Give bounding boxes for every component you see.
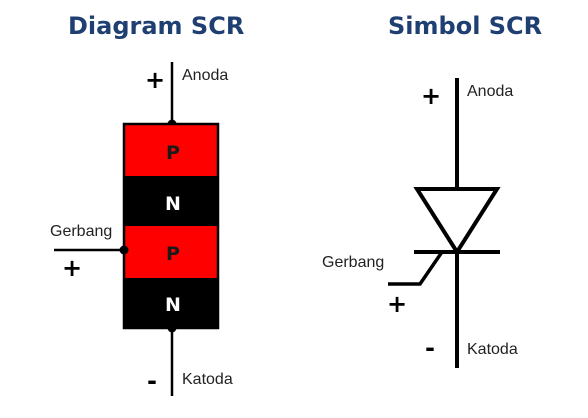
layer-p2-label: P (166, 243, 180, 265)
anode-label: Anoda (182, 67, 228, 84)
layer-p2: P (124, 226, 218, 278)
symbol-gate-sign: + (387, 290, 407, 318)
layer-p1-block (124, 124, 218, 176)
layer-p2-block (124, 226, 218, 278)
layer-n2: N (124, 278, 218, 328)
layer-n1-block (124, 176, 218, 226)
symbol-gate-label: Gerbang (322, 254, 384, 271)
cathode-label: Katoda (182, 371, 233, 388)
layer-n2-block (124, 278, 218, 328)
cathode-sign: - (147, 367, 157, 395)
gate-sign: + (62, 254, 82, 282)
symbol-anode-sign: + (421, 82, 441, 110)
diagram-title: Diagram SCR (68, 12, 245, 40)
layer-p1: P (124, 124, 218, 176)
scr-layer-diagram: P N P N + Anoda Gerbang (50, 62, 233, 396)
layer-n2-label: N (165, 294, 181, 316)
layer-n1-label: N (165, 193, 181, 215)
symbol-title: Simbol SCR (388, 12, 543, 40)
layer-p1-label: P (166, 142, 180, 164)
symbol-cathode-sign: - (425, 334, 435, 362)
layer-n1: N (124, 176, 218, 226)
scr-schematic-symbol: + Anoda Gerbang + - Katoda (322, 78, 518, 368)
symbol-anode-label: Anoda (467, 83, 513, 100)
gate-terminal-dot (119, 245, 129, 255)
symbol-cathode-label: Katoda (467, 341, 518, 358)
symbol-diode-triangle (413, 187, 501, 256)
gate-label: Gerbang (50, 223, 112, 240)
symbol-gate-lead (388, 251, 444, 286)
anode-sign: + (145, 66, 165, 94)
